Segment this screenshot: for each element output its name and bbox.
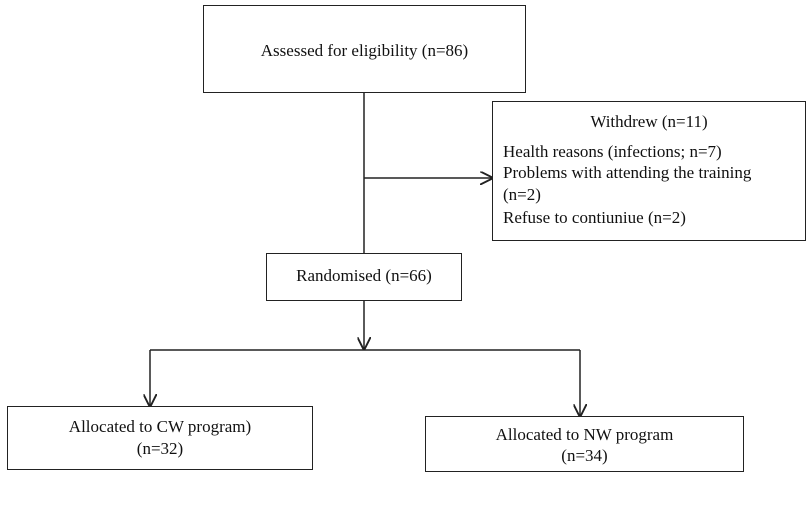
allocated-nw-box: Allocated to NW program (n=34) [425,416,744,472]
allocated-nw-count: (n=34) [561,446,608,465]
allocated-cw-count: (n=32) [136,439,184,458]
withdrew-reason-refuse: Refuse to contiuniue (n=2) [503,208,686,227]
allocated-cw-box: Allocated to CW program) (n=32) [7,406,313,470]
withdrew-reason-health: Health reasons (infections; n=7) [503,142,722,161]
withdrew-box: Withdrew (n=11) Health reasons (infectio… [492,101,806,241]
assessed-box: Assessed for eligibility (n=86) [203,5,526,93]
withdrew-reason-attending-count: (n=2) [503,185,541,204]
allocated-nw-label: Allocated to NW program [495,425,674,444]
assessed-label: Assessed for eligibility (n=86) [260,41,469,60]
allocated-cw-label: Allocated to CW program) [68,417,252,436]
withdrew-reason-attending: Problems with attending the training [503,163,752,182]
randomised-label: Randomised (n=66) [296,266,432,285]
withdrew-title: Withdrew (n=11) [590,112,708,131]
randomised-box: Randomised (n=66) [266,253,462,301]
